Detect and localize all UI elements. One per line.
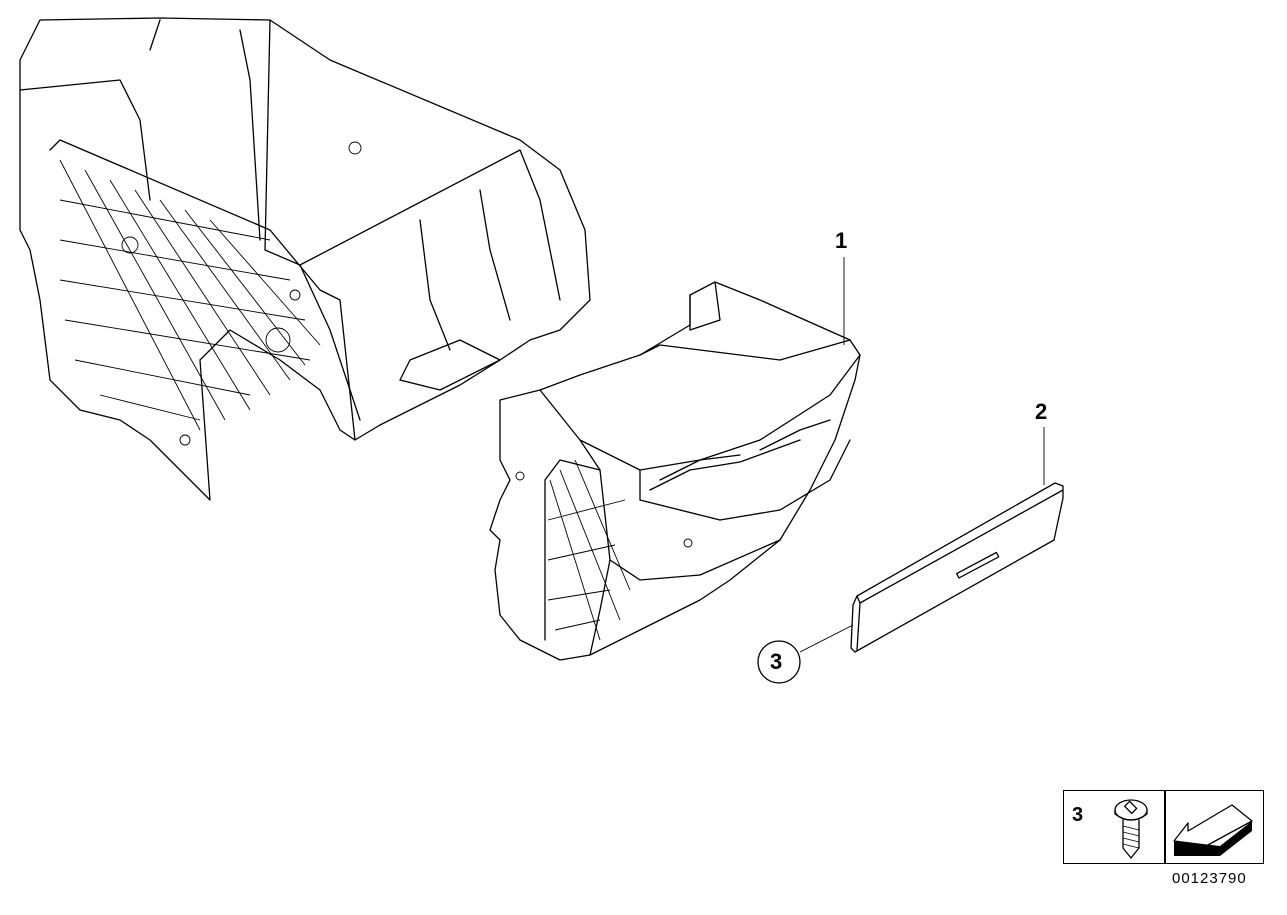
legend-part-number: 3 <box>1072 804 1084 826</box>
leader-lines <box>799 257 1045 653</box>
arrow-icon <box>1173 804 1253 856</box>
legend-divider <box>1164 791 1166 863</box>
parts-legend-box: 3 <box>1063 790 1264 864</box>
cover-trim <box>850 482 1064 653</box>
callout-2: 2 <box>1035 399 1048 424</box>
screw-icon <box>1114 799 1148 859</box>
callout-1: 1 <box>835 228 848 253</box>
housing-grid-ribs <box>547 459 631 641</box>
storage-housing <box>489 281 861 661</box>
document-number: 00123790 <box>1172 870 1247 887</box>
frame-grid-ribs <box>59 159 321 431</box>
callout-3: 3 <box>770 649 783 674</box>
callout-3-circle <box>757 640 801 684</box>
console-frame <box>19 17 591 501</box>
